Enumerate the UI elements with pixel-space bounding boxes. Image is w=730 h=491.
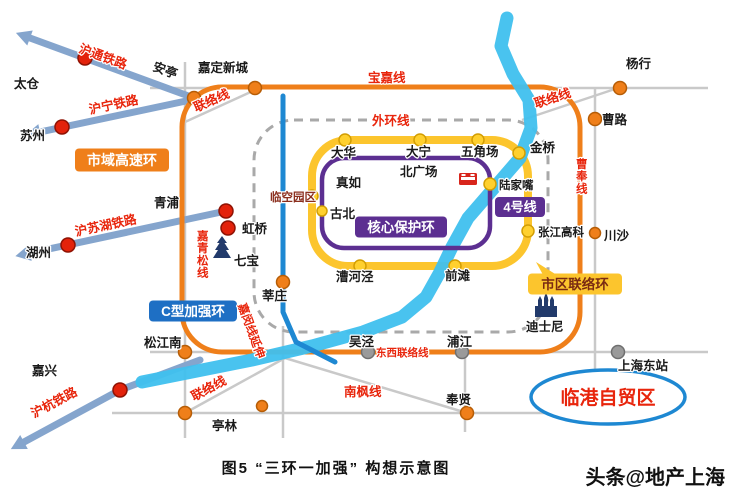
map-label: 湖州 xyxy=(26,245,51,260)
station-linkong-park xyxy=(305,189,319,203)
grid-line xyxy=(284,356,468,415)
map-label: 大宁 xyxy=(406,144,431,159)
station-fengxian xyxy=(459,405,475,421)
c-ring-label-text: C型加强环 xyxy=(161,303,225,319)
map-label: 嘉兴 xyxy=(31,363,58,378)
station-xinzhuang xyxy=(275,274,291,290)
urban-link-ring-label xyxy=(528,273,622,295)
core-protection-ring xyxy=(319,155,493,251)
map-label: 古北 xyxy=(330,206,356,221)
rail-station-icon-stripe xyxy=(461,177,475,180)
c-ring-label xyxy=(149,300,237,322)
map-label: 宝嘉线 xyxy=(368,70,406,85)
map-label: 曹奉线 xyxy=(575,157,588,195)
map-label: 曹路 xyxy=(602,112,628,127)
urban-link-ring-label-text: 市区联络环 xyxy=(541,276,609,292)
map-label: 奉贤 xyxy=(445,392,472,407)
station-taicang xyxy=(77,50,93,66)
hutong-railway-line xyxy=(26,34,198,102)
core-ring-label xyxy=(355,216,447,238)
map-label: 浦江 xyxy=(447,334,473,349)
map-label: 上海东站 xyxy=(618,358,669,373)
pagoda-icon xyxy=(213,236,231,258)
station-shanghai-east xyxy=(610,344,626,360)
railway-arrowhead xyxy=(25,124,42,140)
rail-station-icon-window xyxy=(470,174,475,176)
map-label: 吴泾 xyxy=(349,335,375,349)
map-label: 迪士尼 xyxy=(526,319,564,334)
map-label: 陆家嘴 xyxy=(499,178,534,192)
suburban-ring-label xyxy=(75,148,169,172)
map-label: 外环线 xyxy=(371,113,410,128)
map-label: 漕河泾 xyxy=(336,269,374,284)
line4-label xyxy=(495,197,545,217)
figure-caption: 图5 “三环一加强” 构想示意图 xyxy=(221,460,451,477)
map-label: 嘉青松线 xyxy=(196,229,209,280)
station-daning xyxy=(413,133,427,147)
map-label: 太仓 xyxy=(14,76,40,91)
map-label: 张江高科 xyxy=(538,225,584,239)
station-link-node xyxy=(255,399,269,413)
station-wujing xyxy=(360,344,376,360)
map-label: 北广场 xyxy=(400,164,438,179)
map-label: 七宝 xyxy=(234,253,259,268)
station-caohejing xyxy=(353,259,367,273)
watermark: 头条@地产上海 xyxy=(585,467,725,489)
lingang-ftz-label-text: 临港自贸区 xyxy=(560,386,655,409)
railway-arrowhead xyxy=(10,434,28,450)
station-pujiang xyxy=(454,344,470,360)
station-qiantan xyxy=(448,259,462,273)
map-label: 临空园区 xyxy=(270,190,316,204)
core-ring-label-text: 核心保护环 xyxy=(367,219,435,235)
station-qingpu xyxy=(218,203,234,219)
station-suzhou xyxy=(54,119,70,135)
map-label: 川沙 xyxy=(603,229,630,243)
map-label: 五角场 xyxy=(461,144,499,159)
station-huzhou xyxy=(60,237,76,253)
railway-arrowhead xyxy=(15,30,33,46)
station-jiading-xincheng xyxy=(247,80,263,96)
map-label: 南枫线 xyxy=(344,384,382,399)
railway-arrowhead xyxy=(15,245,32,261)
map-label: 真如 xyxy=(336,175,361,190)
map-label: 松江南 xyxy=(144,335,182,350)
grid-line xyxy=(184,88,256,124)
station-lujiazui xyxy=(483,177,497,191)
map-label: 青浦 xyxy=(154,195,180,210)
map-label: 前滩 xyxy=(445,268,471,283)
rail-station-icon-window xyxy=(461,174,466,176)
map-label: 莘庄 xyxy=(262,288,288,303)
suburban-ring-label-text: 市域高速环 xyxy=(87,152,157,168)
station-wujiaochang xyxy=(471,133,485,147)
castle-icon xyxy=(535,292,557,317)
station-yanghang xyxy=(612,80,628,96)
station-chuansha xyxy=(588,226,602,240)
station-jiaxing xyxy=(112,382,128,398)
suburban-express-ring xyxy=(179,84,583,355)
map-label: 虹桥 xyxy=(242,221,268,236)
station-zhangjiang-hitech xyxy=(521,224,535,238)
map-label: 亭林 xyxy=(212,418,238,433)
station-jinqiao xyxy=(512,146,526,160)
map-label: 大华 xyxy=(331,145,357,160)
c-shape-ring-line xyxy=(280,93,338,365)
map-label: 安亭 xyxy=(151,59,180,82)
station-hongqiao xyxy=(220,220,236,236)
outer-ring-dashed xyxy=(252,118,550,334)
map-label: 苏州 xyxy=(20,128,45,143)
grid-line xyxy=(184,356,286,415)
station-songjiang-south xyxy=(177,344,193,360)
map-label: 嘉定新城 xyxy=(197,60,249,75)
station-gubei xyxy=(316,205,328,217)
lingang-ftz-label xyxy=(529,368,687,426)
station-dahua xyxy=(338,133,352,147)
line4-label-text: 4号线 xyxy=(503,200,536,215)
map-label: 东西联络线 xyxy=(376,346,429,359)
station-tinglin xyxy=(177,405,193,421)
station-caolu xyxy=(587,111,603,127)
station-anting xyxy=(186,90,202,106)
map-label: 金桥 xyxy=(529,140,556,155)
map-label: 杨行 xyxy=(626,56,652,71)
